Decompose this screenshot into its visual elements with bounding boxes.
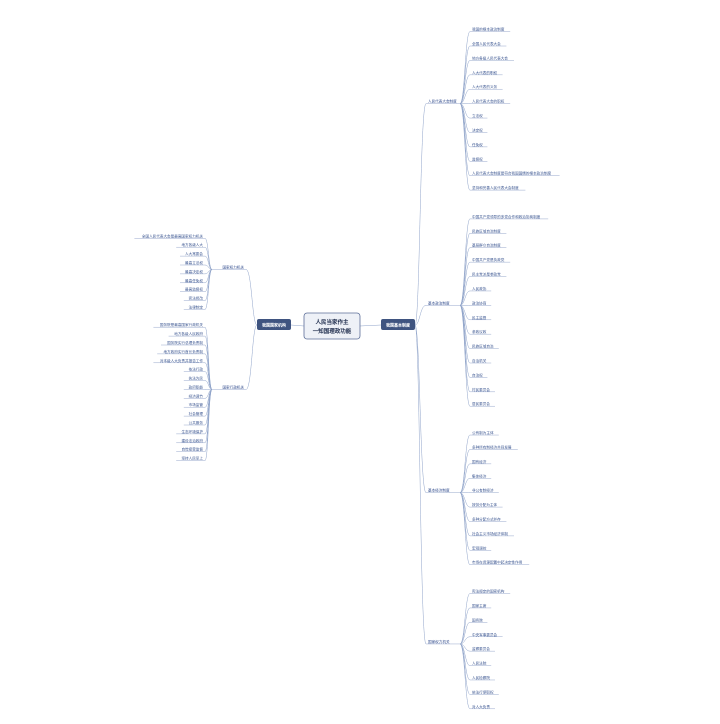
- right-leaves: 人民代表大会制度 我国的根本政治制度全国人民代表大会地方各级人民代表大会人大代表的…: [426, 27, 560, 709]
- left-leaf-1-8[interactable]: 经济调节: [189, 393, 204, 398]
- right-leaf-1-5[interactable]: 人民政协: [472, 286, 487, 291]
- right-leaf-0-2[interactable]: 地方各级人民代表大会: [472, 55, 508, 60]
- left-leaf-0-1[interactable]: 地方各级人大: [181, 242, 203, 247]
- branch-left[interactable]: 我国国家机构: [257, 319, 291, 330]
- right-section-3[interactable]: 国家权力机关: [428, 639, 450, 644]
- right-section-2[interactable]: 基本经济制度: [428, 488, 450, 493]
- root-node[interactable]: 人民当家作主 一知国理政功能: [303, 312, 361, 340]
- right-leaf-1-7[interactable]: 民主监督: [472, 315, 487, 320]
- right-leaf-1-13[interactable]: 居民委员会: [472, 401, 490, 406]
- root-title-line2: 一知国理政功能: [313, 327, 352, 335]
- left-leaf-1-10[interactable]: 社会管理: [189, 411, 204, 416]
- right-leaf-0-1[interactable]: 全国人民代表大会: [472, 41, 501, 46]
- right-leaf-2-5[interactable]: 按劳分配为主体: [472, 502, 498, 507]
- right-leaf-1-3[interactable]: 中国共产党是执政党: [472, 257, 505, 262]
- left-leaf-0-5[interactable]: 最高任免权: [185, 278, 203, 283]
- right-leaf-2-7[interactable]: 社会主义市场经济体制: [472, 531, 508, 536]
- branch-left-label: 我国国家机构: [262, 322, 286, 328]
- right-leaf-2-0[interactable]: 公有制为主体: [472, 430, 494, 435]
- right-leaf-2-6[interactable]: 多种分配方式并存: [472, 516, 501, 521]
- right-leaf-3-2[interactable]: 国务院: [472, 617, 483, 622]
- left-leaf-1-14[interactable]: 自觉接受监督: [181, 447, 203, 452]
- right-leaf-3-3[interactable]: 中央军事委员会: [472, 632, 498, 637]
- right-leaf-2-4[interactable]: 非公有制经济: [472, 488, 494, 493]
- left-leaf-1-2[interactable]: 国务院实行总理负责制: [167, 340, 203, 345]
- left-leaf-1-15[interactable]: 坚持人民至上: [181, 456, 203, 461]
- right-leaf-3-0[interactable]: 宪法规定的国家机构: [472, 589, 505, 594]
- right-leaf-2-3[interactable]: 集体经济: [472, 473, 487, 478]
- left-section-0[interactable]: 国家权力机关: [222, 264, 244, 269]
- right-leaf-0-5[interactable]: 人民代表大会的职权: [472, 99, 505, 104]
- right-leaf-1-8[interactable]: 参政议政: [472, 329, 487, 334]
- right-leaf-0-10[interactable]: 人民代表大会制度是符合我国国情的根本政治制度: [472, 171, 551, 176]
- left-leaf-1-4[interactable]: 对本级人大负责并报告工作: [160, 358, 204, 363]
- right-leaf-3-6[interactable]: 人民检察院: [472, 675, 490, 680]
- right-leaf-1-2[interactable]: 基层群众自治制度: [472, 243, 501, 248]
- right-leaf-2-1[interactable]: 多种所有制经济共同发展: [472, 444, 512, 449]
- left-leaf-0-4[interactable]: 最高决定权: [185, 269, 203, 274]
- branch-right-label: 我国基本制度: [386, 322, 411, 328]
- right-leaf-2-2[interactable]: 国有经济: [472, 459, 487, 464]
- left-leaf-0-2[interactable]: 人大常委会: [185, 251, 203, 256]
- left-leaf-0-0[interactable]: 全国人民代表大会是最高国家权力机关: [142, 233, 203, 238]
- left-leaf-1-7[interactable]: 政府职能: [189, 384, 204, 389]
- branch-right[interactable]: 我国基本制度: [381, 319, 415, 330]
- right-section-0[interactable]: 人民代表大会制度: [428, 99, 457, 104]
- left-leaf-1-5[interactable]: 依法行政: [189, 367, 204, 372]
- right-leaf-1-10[interactable]: 自治机关: [472, 358, 487, 363]
- left-leaf-1-0[interactable]: 国务院是最高国家行政机关: [160, 322, 204, 327]
- right-leaf-1-6[interactable]: 政治协商: [472, 300, 487, 305]
- right-leaf-0-8[interactable]: 任免权: [472, 142, 483, 147]
- right-leaf-0-7[interactable]: 决定权: [472, 127, 483, 132]
- right-leaf-2-8[interactable]: 宏观调控: [472, 545, 487, 550]
- right-leaf-0-4[interactable]: 人大代表的义务: [472, 84, 498, 89]
- left-leaf-0-7[interactable]: 宪法修改: [189, 296, 204, 301]
- left-leaves: 国家权力机关 全国人民代表大会是最高国家权力机关地方各级人大人大常委会最高立法权最…: [134, 233, 246, 461]
- left-leaf-1-12[interactable]: 生态环境保护: [181, 429, 203, 434]
- left-leaf-1-3[interactable]: 地方政府实行首长负责制: [163, 349, 203, 354]
- right-leaf-1-1[interactable]: 民族区域自治制度: [472, 228, 501, 233]
- left-leaf-1-6[interactable]: 执法为民: [189, 376, 204, 381]
- left-section-1[interactable]: 国家行政机关: [222, 384, 244, 389]
- right-leaf-3-4[interactable]: 监察委员会: [472, 646, 490, 651]
- right-leaf-0-9[interactable]: 监督权: [472, 156, 483, 161]
- left-leaf-0-6[interactable]: 最高监督权: [185, 287, 203, 292]
- left-leaf-1-9[interactable]: 市场监管: [189, 402, 204, 407]
- right-leaf-1-11[interactable]: 自治权: [472, 372, 483, 377]
- left-leaf-0-8[interactable]: 法律制定: [189, 304, 204, 309]
- left-leaf-1-13[interactable]: 建设法治政府: [181, 438, 203, 443]
- right-leaf-1-9[interactable]: 民族区域自治: [472, 344, 494, 349]
- right-leaf-1-0[interactable]: 中国共产党领导的多党合作和政治协商制度: [472, 214, 541, 219]
- right-leaf-3-1[interactable]: 国家主席: [472, 603, 487, 608]
- left-leaf-1-11[interactable]: 公共服务: [189, 420, 204, 425]
- root-title-line1: 人民当家作主: [315, 318, 349, 326]
- right-leaf-0-6[interactable]: 立法权: [472, 113, 483, 118]
- right-leaf-3-5[interactable]: 人民法院: [472, 661, 487, 666]
- right-leaf-0-3[interactable]: 人大代表的职权: [472, 70, 498, 75]
- right-leaf-0-11[interactable]: 坚持和完善人民代表大会制度: [472, 185, 519, 190]
- right-leaf-1-12[interactable]: 村民委员会: [472, 387, 490, 392]
- left-leaf-0-3[interactable]: 最高立法权: [185, 260, 203, 265]
- right-leaf-0-0[interactable]: 我国的根本政治制度: [472, 27, 505, 32]
- right-leaf-2-9[interactable]: 市场在资源配置中起决定性作用: [472, 560, 523, 565]
- left-leaf-1-1[interactable]: 地方各级人民政府: [174, 331, 203, 336]
- right-leaf-3-8[interactable]: 对人大负责: [472, 704, 490, 709]
- right-section-1[interactable]: 基本政治制度: [428, 300, 450, 305]
- right-leaf-1-4[interactable]: 民主党派是参政党: [472, 272, 501, 277]
- right-leaf-3-7[interactable]: 依法行使职权: [472, 689, 494, 694]
